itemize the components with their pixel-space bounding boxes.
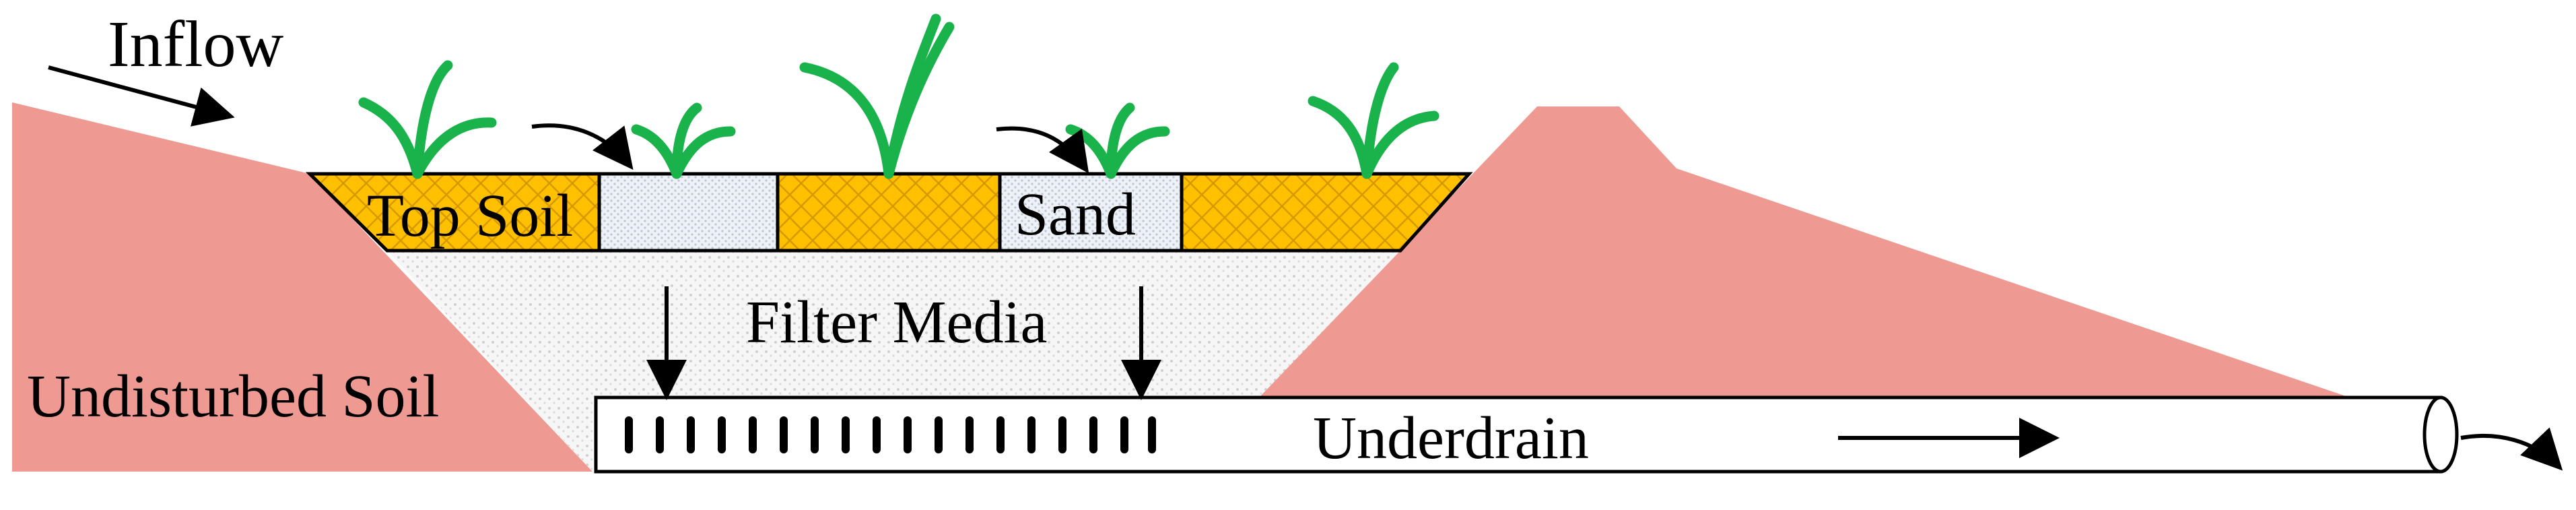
perforation-slot-icon: [1058, 416, 1066, 453]
perforation-slot-icon: [1120, 416, 1128, 453]
underdrain-label: Underdrain: [1313, 405, 1589, 472]
perforation-slot-icon: [749, 416, 757, 453]
perforation-slot-icon: [718, 416, 726, 453]
perforation-slot-icon: [1148, 416, 1156, 453]
plant-icon: [631, 102, 736, 179]
perforation-slot-icon: [1027, 416, 1036, 453]
plant-icon: [1065, 102, 1170, 179]
perforation-slot-icon: [687, 416, 695, 453]
perforation-slots: [625, 416, 1156, 453]
top-soil-cell-middle: [776, 172, 1002, 253]
soil-embankment-right: [1259, 106, 2350, 397]
perforation-slot-icon: [873, 416, 881, 453]
underdrain-pipe-end: [2422, 395, 2459, 474]
perforation-slot-icon: [811, 416, 819, 453]
perforation-slot-icon: [965, 416, 974, 453]
arrow-icon: [48, 65, 235, 127]
sand-label: Sand: [1015, 181, 1136, 248]
undisturbed-soil-left: [12, 102, 592, 472]
perforation-slot-icon: [842, 416, 850, 453]
arrow-icon: [2460, 427, 2563, 471]
filter-media-layer: [387, 251, 1400, 472]
plant-icon: [358, 60, 497, 179]
plant-icon: [1308, 62, 1439, 179]
inflow-label: Inflow: [108, 8, 283, 81]
top-soil-label: Top Soil: [367, 183, 573, 249]
plant-icon: [799, 13, 955, 179]
top-soil-layer: [305, 172, 1473, 253]
flow-arrows: [48, 65, 2563, 471]
perforation-slot-icon: [935, 416, 943, 453]
underdrain-pipe-body: [594, 395, 2443, 474]
filter-media-label: Filter Media: [746, 289, 1047, 356]
perforation-slot-icon: [904, 416, 912, 453]
sand-cell-1: [597, 172, 780, 253]
perforation-slot-icon: [1089, 416, 1097, 453]
arrow-icon: [531, 123, 634, 170]
arrow-icon: [996, 126, 1089, 174]
perforation-slot-icon: [780, 416, 788, 453]
perforation-slot-icon: [625, 416, 633, 453]
underdrain-pipe: [594, 395, 2459, 474]
undisturbed-soil-label: Undisturbed Soil: [27, 363, 440, 430]
plants: [358, 13, 1439, 179]
perforation-slot-icon: [996, 416, 1005, 453]
sand-cell-2: [998, 172, 1184, 253]
perforation-slot-icon: [656, 416, 664, 453]
top-soil-cell-right: [1180, 172, 1473, 253]
